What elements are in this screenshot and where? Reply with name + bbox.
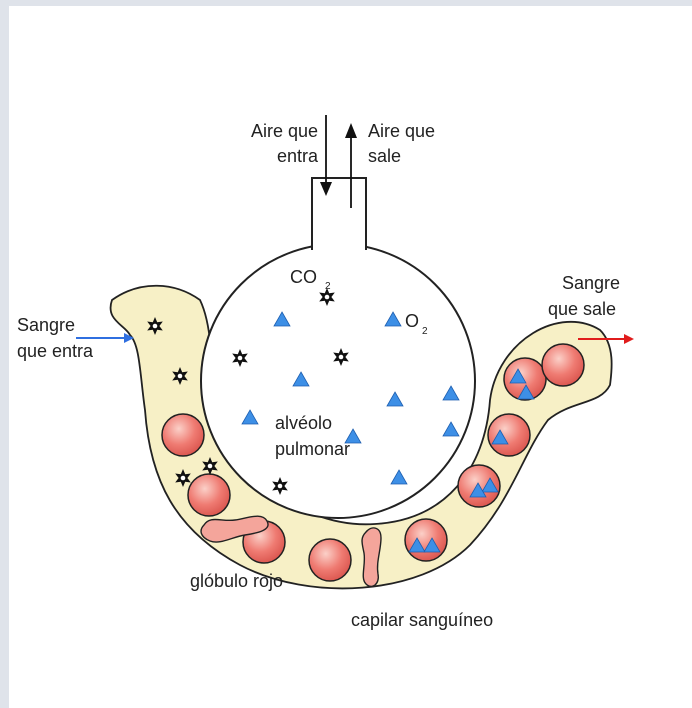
air-in-label: Aire que bbox=[251, 121, 318, 141]
air-in-arrowhead bbox=[320, 182, 332, 196]
o2-label: O bbox=[405, 311, 419, 331]
blood-in-label: que entra bbox=[17, 341, 94, 361]
alveolus-label: pulmonar bbox=[275, 439, 350, 459]
red-blood-cell bbox=[162, 414, 204, 456]
alveolus-circle bbox=[201, 244, 475, 518]
red-blood-cell-side bbox=[362, 528, 381, 586]
blood-in-label: Sangre bbox=[17, 315, 75, 335]
red-blood-cell bbox=[405, 519, 447, 561]
red-blood-cell bbox=[542, 344, 584, 386]
red-blood-cell bbox=[188, 474, 230, 516]
o2-subscript: 2 bbox=[422, 326, 428, 337]
red-blood-cell bbox=[309, 539, 351, 581]
co2-subscript: 2 bbox=[325, 281, 331, 292]
capillary-label: capilar sanguíneo bbox=[351, 610, 493, 630]
blood-out-label: que sale bbox=[548, 299, 616, 319]
co2-label: CO bbox=[290, 267, 317, 287]
air-out-arrowhead bbox=[345, 123, 357, 138]
red-cell-label: glóbulo rojo bbox=[190, 571, 283, 591]
red-blood-cell bbox=[488, 414, 530, 456]
airway-mask bbox=[312, 238, 366, 252]
air-in-label: entra bbox=[277, 146, 319, 166]
blood-out-label: Sangre bbox=[562, 273, 620, 293]
air-out-label: sale bbox=[368, 146, 401, 166]
blood-out-arrowhead bbox=[624, 334, 634, 344]
air-out-label: Aire que bbox=[368, 121, 435, 141]
alveolus-label: alvéolo bbox=[275, 413, 332, 433]
